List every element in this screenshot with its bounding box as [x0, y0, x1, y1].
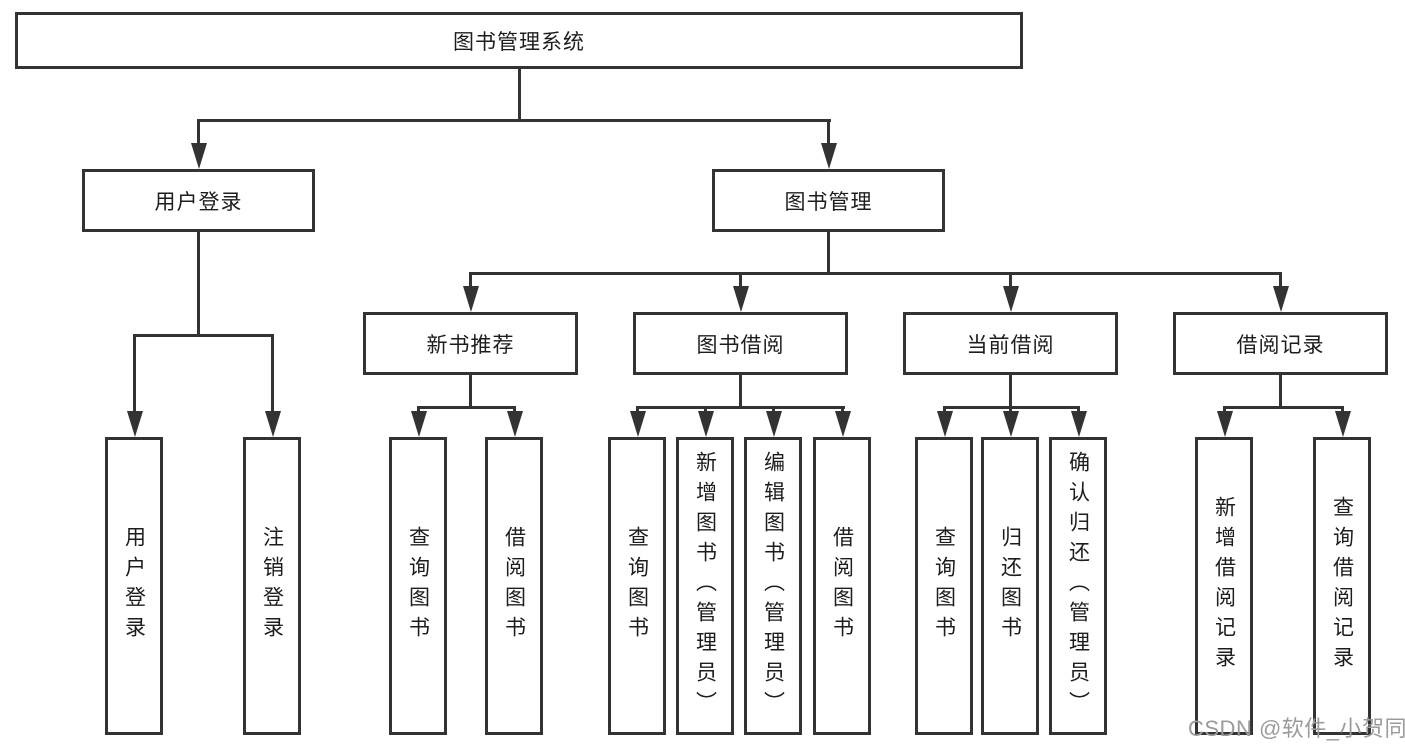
- connector-line: [417, 406, 516, 409]
- leaf-edit-books-admin: 编辑图书（管理员）: [744, 437, 802, 735]
- connector-line: [197, 119, 831, 122]
- arrow-down-icon: [462, 272, 479, 312]
- node-new-book-recommend: 新书推荐: [363, 312, 578, 375]
- node-label: 查询借阅记录: [1330, 496, 1354, 676]
- arrow-down-icon: [126, 334, 143, 437]
- arrow-down-icon: [765, 406, 782, 437]
- node-label: 借阅图书: [502, 526, 526, 646]
- node-book-borrowing: 图书借阅: [633, 312, 848, 375]
- leaf-query-borrow-record: 查询借阅记录: [1313, 437, 1371, 735]
- arrow-down-icon: [1216, 406, 1233, 437]
- node-label: 查询图书: [932, 526, 956, 646]
- node-library-management-system: 图书管理系统: [15, 12, 1023, 69]
- leaf-borrow-books-borrowing: 借阅图书: [813, 437, 871, 735]
- connector-line: [1279, 375, 1282, 409]
- node-current-borrowing: 当前借阅: [903, 312, 1118, 375]
- arrow-down-icon: [697, 406, 714, 437]
- node-label: 借阅记录: [1236, 333, 1325, 357]
- leaf-logout: 注销登录: [243, 437, 301, 735]
- leaf-user-login: 用户登录: [105, 437, 163, 735]
- node-label: 确认归还（管理员）: [1066, 451, 1090, 721]
- connector-line: [1009, 375, 1012, 409]
- node-label: 新增图书（管理员）: [693, 451, 717, 721]
- leaf-query-books-borrowing: 查询图书: [608, 437, 666, 735]
- connector-line: [469, 375, 472, 409]
- arrow-down-icon: [264, 334, 281, 437]
- connector-line: [1223, 406, 1344, 409]
- node-label: 用户登录: [154, 190, 243, 214]
- arrow-down-icon: [506, 406, 523, 437]
- connector-line: [636, 406, 845, 409]
- node-label: 借阅图书: [830, 526, 854, 646]
- arrow-down-icon: [936, 406, 953, 437]
- arrow-down-icon: [820, 119, 837, 169]
- leaf-query-books-recommend: 查询图书: [389, 437, 447, 735]
- leaf-return-books: 归还图书: [981, 437, 1039, 735]
- node-book-management-branch: 图书管理: [712, 169, 945, 232]
- node-label: 图书借阅: [696, 333, 785, 357]
- node-user-login-branch: 用户登录: [82, 169, 315, 232]
- connector-line: [133, 334, 274, 337]
- leaf-query-books-current: 查询图书: [915, 437, 973, 735]
- node-label: 注销登录: [260, 526, 284, 646]
- arrow-down-icon: [834, 406, 851, 437]
- leaf-add-books-admin: 新增图书（管理员）: [676, 437, 734, 735]
- node-label: 用户登录: [122, 526, 146, 646]
- node-borrow-records: 借阅记录: [1173, 312, 1388, 375]
- csdn-watermark: CSDN @软件_小贺同学: [1188, 716, 1405, 741]
- connector-line: [827, 232, 830, 275]
- leaf-add-borrow-record: 新增借阅记录: [1195, 437, 1253, 735]
- node-label: 新增借阅记录: [1212, 496, 1236, 676]
- node-label: 新书推荐: [426, 333, 515, 357]
- connector-line: [518, 69, 521, 122]
- arrow-down-icon: [629, 406, 646, 437]
- node-label: 归还图书: [998, 526, 1022, 646]
- connector-line: [469, 272, 1282, 275]
- leaf-confirm-return-admin: 确认归还（管理员）: [1049, 437, 1107, 735]
- leaf-borrow-books-recommend: 借阅图书: [485, 437, 543, 735]
- connector-line: [739, 375, 742, 409]
- arrow-down-icon: [732, 272, 749, 312]
- arrow-down-icon: [1070, 406, 1087, 437]
- arrow-down-icon: [1272, 272, 1289, 312]
- arrow-down-icon: [190, 119, 207, 169]
- connector-line: [197, 232, 200, 337]
- node-label: 图书管理: [784, 190, 873, 214]
- node-label: 图书管理系统: [453, 30, 585, 54]
- arrow-down-icon: [1334, 406, 1351, 437]
- arrow-down-icon: [1002, 272, 1019, 312]
- arrow-down-icon: [1002, 406, 1019, 437]
- node-label: 编辑图书（管理员）: [761, 451, 785, 721]
- node-label: 查询图书: [406, 526, 430, 646]
- node-label: 查询图书: [625, 526, 649, 646]
- node-label: 当前借阅: [966, 333, 1055, 357]
- arrow-down-icon: [410, 406, 427, 437]
